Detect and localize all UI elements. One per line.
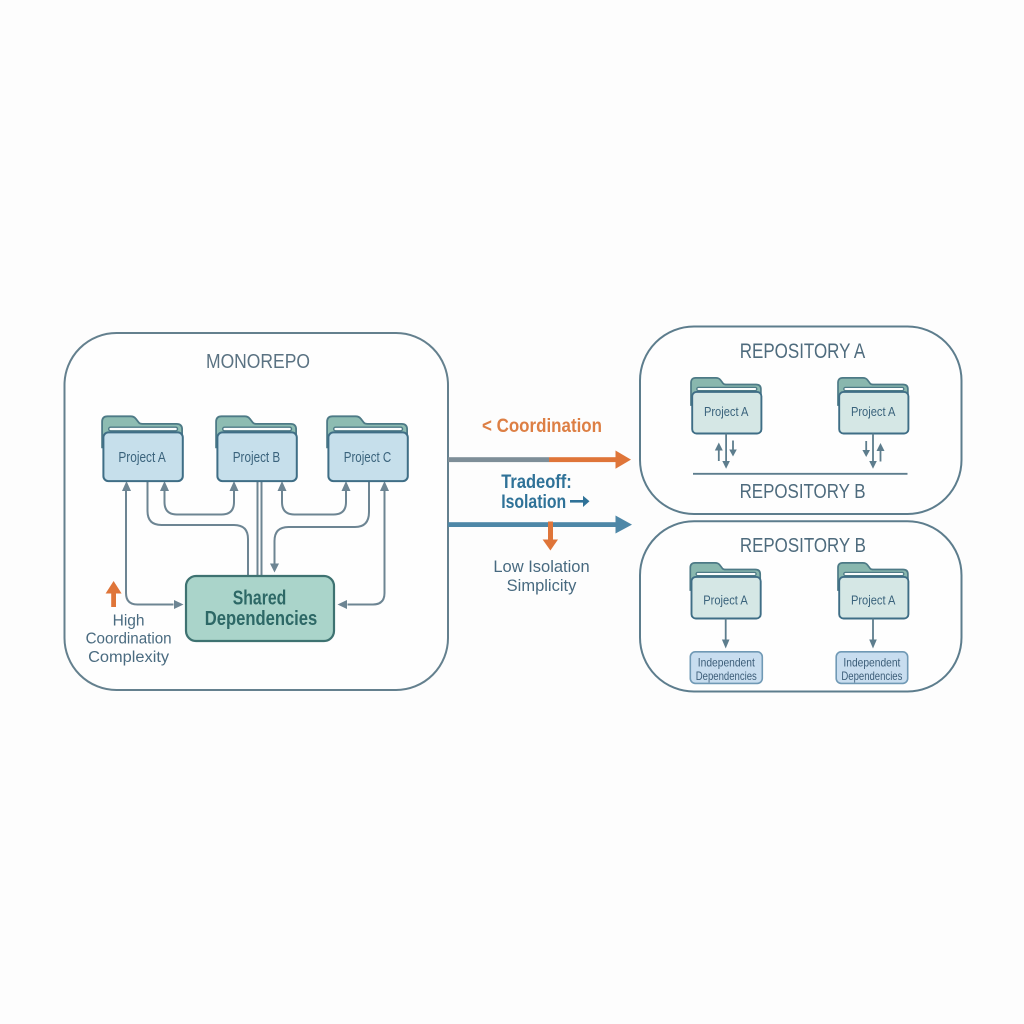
svg-text:MONOREPO: MONOREPO <box>206 350 310 373</box>
svg-text:REPOSITORY A: REPOSITORY A <box>740 340 866 363</box>
svg-text:Low Isolation: Low Isolation <box>493 558 589 576</box>
svg-text:Project A: Project A <box>704 405 749 419</box>
svg-text:Shared: Shared <box>233 588 287 610</box>
svg-text:Tradeoff:: Tradeoff: <box>501 472 572 493</box>
svg-text:REPOSITORY B: REPOSITORY B <box>740 481 866 503</box>
svg-text:Project A: Project A <box>118 450 166 466</box>
svg-text:Project A: Project A <box>703 594 748 608</box>
svg-text:Independent: Independent <box>843 656 901 670</box>
svg-text:High: High <box>113 612 145 629</box>
svg-text:< Coordination: < Coordination <box>482 415 602 437</box>
svg-text:REPOSITORY B: REPOSITORY B <box>740 535 866 557</box>
svg-text:Independent: Independent <box>698 656 756 670</box>
svg-text:Coordination: Coordination <box>86 631 172 648</box>
svg-text:Project C: Project C <box>344 450 392 466</box>
svg-text:Project A: Project A <box>851 405 896 419</box>
svg-text:Dependencies: Dependencies <box>205 608 318 630</box>
svg-text:Project B: Project B <box>233 450 281 466</box>
svg-text:Isolation: Isolation <box>501 492 566 513</box>
svg-text:Complexity: Complexity <box>88 649 169 666</box>
svg-text:Project A: Project A <box>851 594 896 608</box>
svg-text:Dependencies: Dependencies <box>841 669 902 683</box>
svg-text:Simplicity: Simplicity <box>507 577 577 595</box>
svg-text:Dependencies: Dependencies <box>696 669 757 683</box>
